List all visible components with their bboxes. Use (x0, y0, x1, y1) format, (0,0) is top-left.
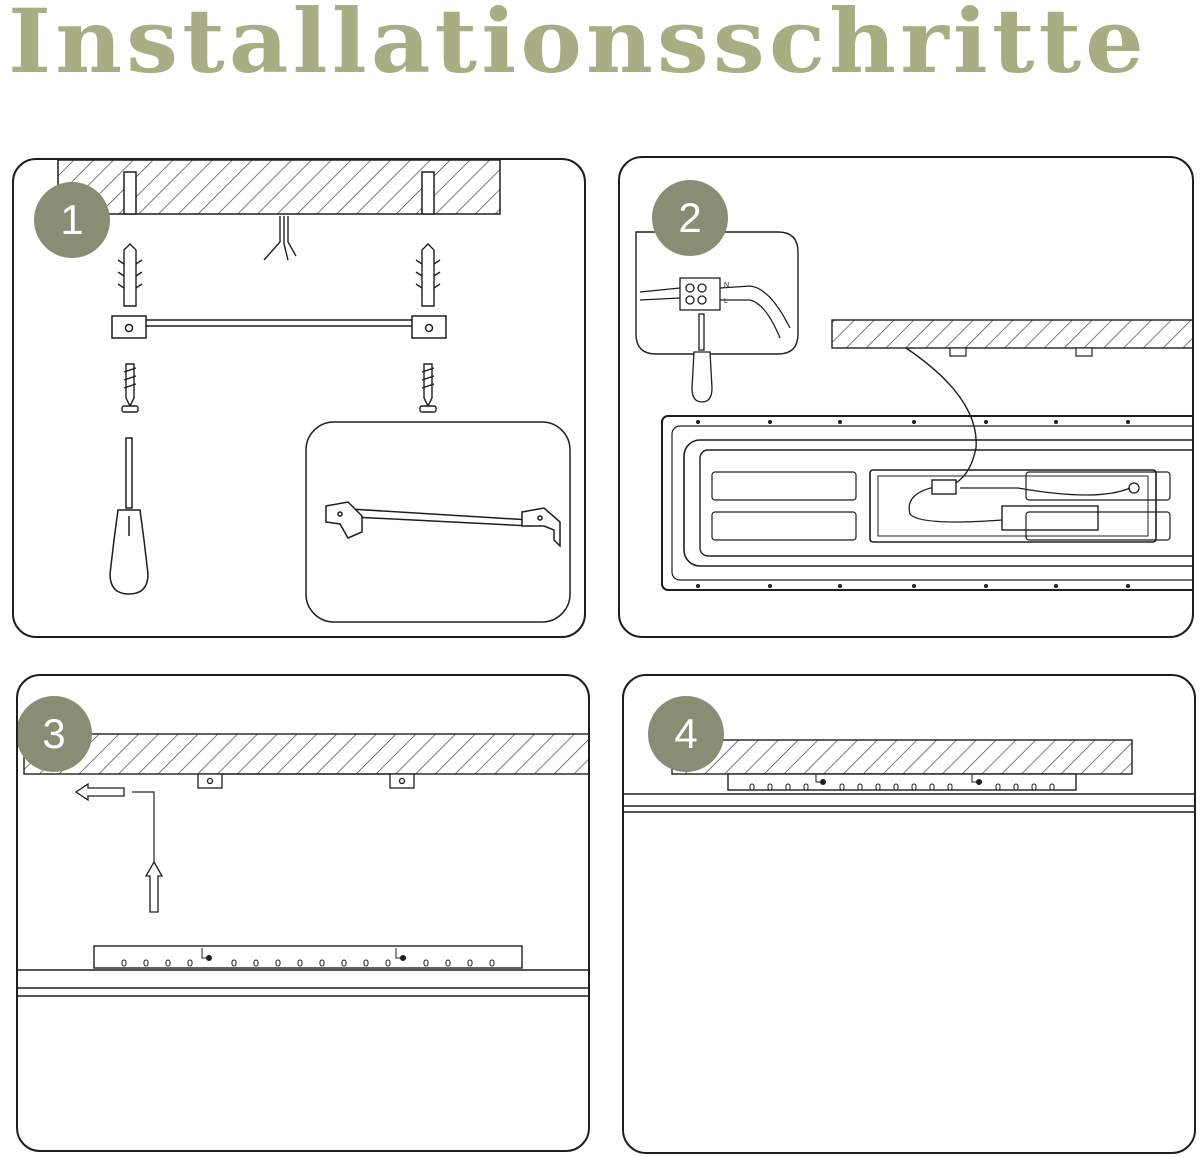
luminaire-body (624, 793, 1194, 813)
step-3-badge: 3 (18, 696, 92, 772)
luminaire-body (18, 969, 588, 997)
screw-right (419, 363, 437, 413)
mounting-bracket (111, 315, 447, 339)
step-4-diagram (624, 739, 1194, 813)
terminal-label-n: N (724, 282, 729, 289)
slide-left-arrow (74, 782, 125, 802)
panel-rivets (696, 420, 1130, 588)
screwdriver (109, 437, 149, 595)
terminal-block (639, 277, 791, 339)
terminal-label-l: L (724, 298, 728, 305)
bracket-tab-left (949, 347, 967, 357)
bracket-detail-drawing (325, 501, 561, 548)
step-4-badge: 4 (648, 696, 724, 772)
rail-slots (121, 948, 495, 967)
step-2-panel: 2 N L (618, 156, 1194, 638)
step-1-panel: 1 (12, 158, 586, 638)
step-3-diagram (18, 733, 588, 997)
step-2-diagram: N L (635, 231, 1192, 591)
luminaire-rail (93, 945, 523, 969)
page-title: Installationsschritte (8, 0, 1148, 93)
screwdriver-small (691, 313, 713, 403)
title-text: Installationsschritte (8, 0, 1148, 93)
ceiling (671, 739, 1133, 775)
ceiling-cable (263, 216, 297, 261)
rail-slots (749, 774, 1055, 791)
step-2-badge: 2 (652, 180, 728, 256)
drill-hole-right (421, 171, 435, 215)
ceiling (831, 319, 1192, 349)
led-panel-luminaire (661, 415, 1192, 591)
screw-left (121, 363, 139, 413)
step-1-badge: 1 (34, 182, 110, 258)
wall-plug-left (117, 243, 143, 307)
luminaire-terminal (931, 479, 957, 495)
mounted-bracket (197, 773, 415, 789)
step-4-panel: 4 (622, 674, 1196, 1154)
step-1-diagram (57, 160, 571, 623)
luminaire-rail-mounted (727, 773, 1077, 791)
step-3-panel: 3 (16, 674, 590, 1152)
arrow-guide-line (132, 791, 155, 862)
lift-up-arrow (144, 860, 164, 913)
ceiling (23, 733, 588, 775)
bracket-tab-right (1075, 347, 1093, 357)
drill-hole-left (123, 171, 137, 215)
wall-plug-right (415, 243, 441, 307)
